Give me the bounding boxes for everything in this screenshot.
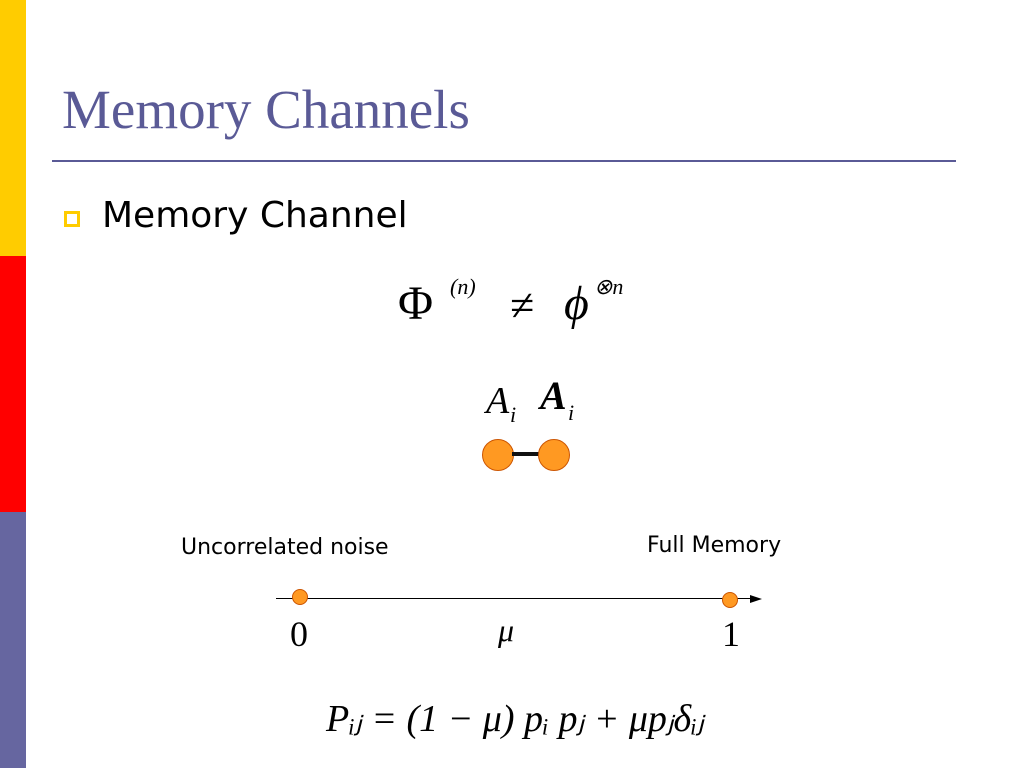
tick-one: 1 <box>722 614 740 654</box>
qubit-link <box>512 452 539 456</box>
slide-title: Memory Channels <box>62 79 470 140</box>
axis-point-zero <box>292 589 308 605</box>
memory-probability-equation: Pᵢⱼ = (1 − μ) pᵢ pⱼ + μpⱼδᵢⱼ <box>326 694 766 754</box>
accent-bar-red <box>0 256 26 512</box>
qubit-dot-right <box>538 439 570 471</box>
axis-arrow-icon <box>750 595 762 603</box>
bullet-text: Memory Channel <box>102 195 408 236</box>
operator-a-first-subscript: i <box>510 402 517 427</box>
operator-a-first: A <box>486 380 510 422</box>
tick-zero: 0 <box>290 614 308 654</box>
accent-bar-yellow <box>0 0 26 256</box>
bullet-square-icon <box>64 211 80 227</box>
operator-a-second: A <box>540 373 567 418</box>
axis-point-one <box>722 592 738 608</box>
qubit-dot-left <box>482 439 514 471</box>
memory-axis <box>276 598 752 599</box>
tensor-power-superscript: ⊗n <box>594 274 624 299</box>
probability-formula: Pᵢⱼ = (1 − μ) pᵢ pⱼ + μpⱼδᵢⱼ <box>326 698 704 740</box>
capital-phi: Φ <box>398 277 434 330</box>
mu-parameter: μ <box>498 612 515 648</box>
small-phi: ϕ <box>564 277 589 330</box>
label-full-memory: Full Memory <box>647 533 782 558</box>
title-divider <box>52 160 956 162</box>
operator-a-second-subscript: i <box>568 400 575 425</box>
label-uncorrelated-noise: Uncorrelated noise <box>181 535 389 560</box>
accent-bar-purple <box>0 512 26 768</box>
capital-phi-superscript: (n) <box>450 274 476 299</box>
channel-inequality: Φ (n) ≠ ϕ ⊗n <box>398 276 658 336</box>
not-equal-sign: ≠ <box>510 281 535 330</box>
